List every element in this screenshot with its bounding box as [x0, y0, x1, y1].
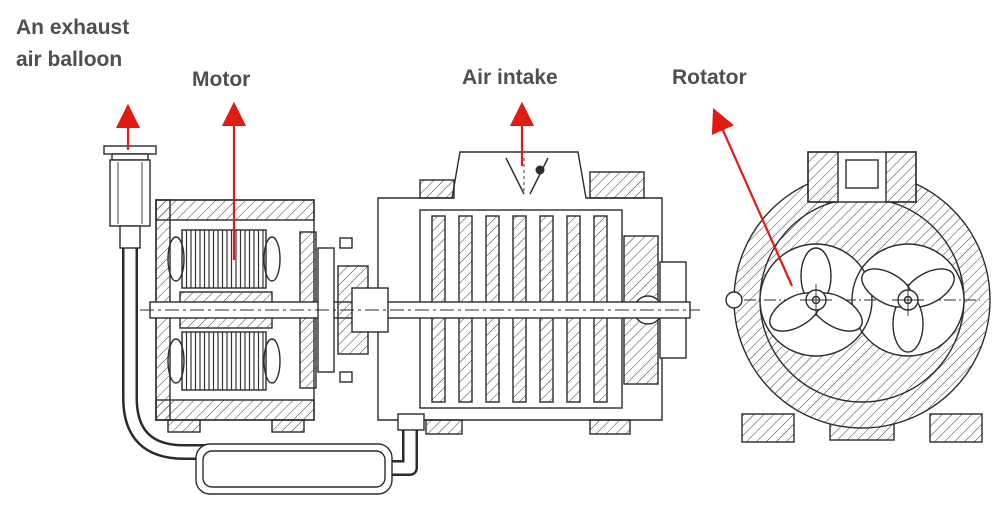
drain-fitting	[397, 413, 425, 431]
top-flange	[807, 151, 917, 203]
motor-windings	[167, 229, 281, 391]
side-port	[725, 291, 743, 309]
silencer	[195, 443, 393, 495]
label-rotator: Rotator	[672, 66, 747, 89]
right-rotor	[861, 268, 955, 353]
label-exhaust-balloon: An exhaust air balloon	[16, 16, 130, 71]
air-intake-port	[505, 157, 549, 195]
rotor-cross-section	[725, 151, 991, 443]
label-motor: Motor	[192, 68, 251, 91]
label-air-intake: Air intake	[462, 66, 558, 89]
blower-casing	[377, 151, 687, 435]
leader-arrows	[115, 101, 794, 287]
rotator-arrow	[711, 107, 794, 287]
exhaust-balloon	[103, 145, 157, 249]
left-rotor	[769, 247, 863, 332]
